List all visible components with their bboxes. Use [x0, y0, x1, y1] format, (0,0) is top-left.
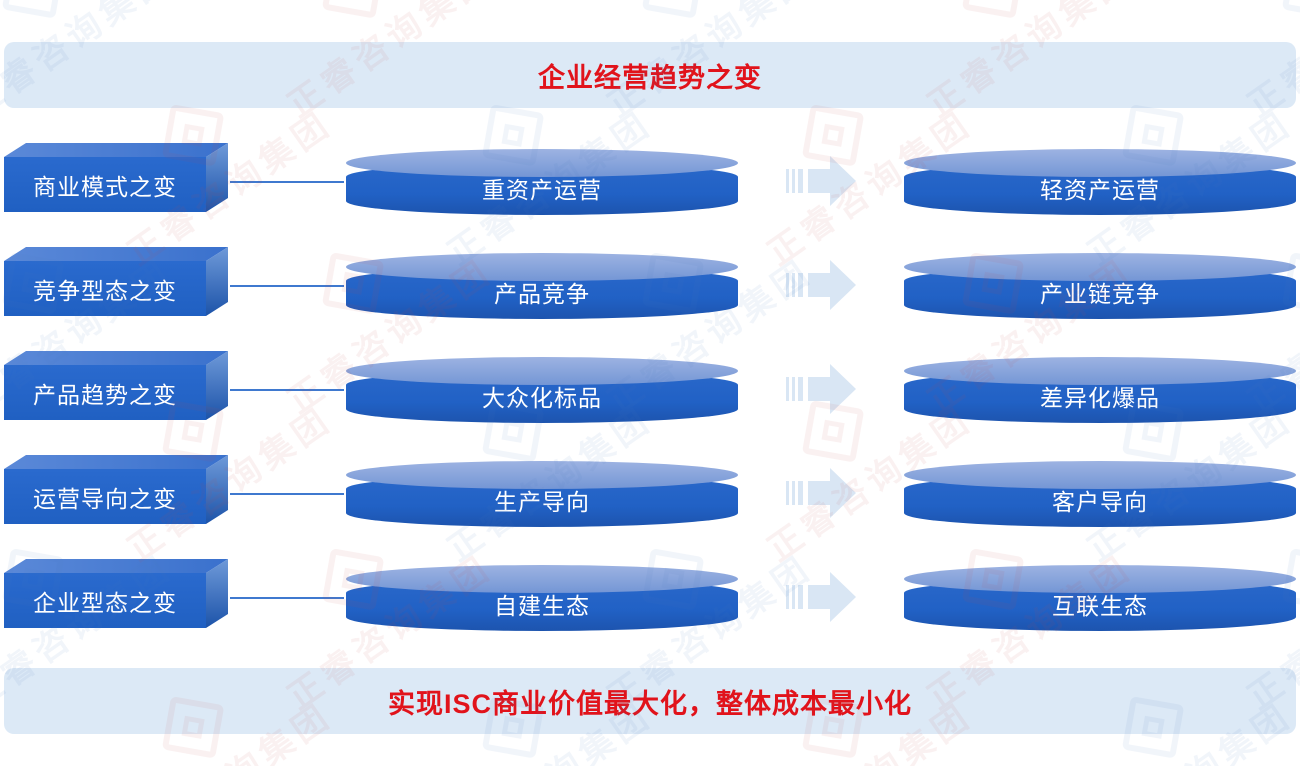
- box-top-face: [4, 455, 228, 469]
- box-front-face: 产品趋势之变: [4, 365, 206, 420]
- trend-row: 企业型态之变 自建生态 互联生态: [0, 559, 1300, 635]
- from-label: 产品竞争: [494, 281, 590, 307]
- cylinder-top: [904, 461, 1296, 489]
- cylinder-top: [346, 461, 738, 489]
- from-cylinder: 生产导向: [346, 461, 738, 527]
- box-side-face: [206, 351, 228, 420]
- cylinder-top: [346, 565, 738, 593]
- category-box: 商业模式之变: [4, 143, 228, 212]
- category-label: 运营导向之变: [33, 485, 177, 512]
- arrow-right-icon: [786, 258, 858, 312]
- arrow-right-icon: [786, 154, 858, 208]
- footer-banner: 实现ISC商业价值最大化，整体成本最小化: [4, 668, 1296, 734]
- category-label: 商业模式之变: [33, 173, 177, 200]
- category-label: 竞争型态之变: [33, 277, 177, 304]
- from-label: 生产导向: [494, 489, 590, 515]
- arrow-right-icon: [786, 466, 858, 520]
- watermark-logo-inner: [1141, 123, 1165, 147]
- from-cylinder: 重资产运营: [346, 149, 738, 215]
- box-side-face: [206, 247, 228, 316]
- category-label: 企业型态之变: [33, 589, 177, 616]
- connector-line: [230, 389, 344, 391]
- cylinder-top: [904, 253, 1296, 281]
- from-label: 大众化标品: [482, 385, 602, 411]
- page-title: 企业经营趋势之变: [538, 62, 762, 93]
- box-side-face: [206, 143, 228, 212]
- box-top-face: [4, 559, 228, 573]
- trend-row: 竞争型态之变 产品竞争 产业链竞争: [0, 247, 1300, 323]
- to-cylinder: 客户导向: [904, 461, 1296, 527]
- to-cylinder: 互联生态: [904, 565, 1296, 631]
- watermark-logo-icon: [1, 0, 65, 19]
- from-cylinder: 大众化标品: [346, 357, 738, 423]
- trend-row: 运营导向之变 生产导向 客户导向: [0, 455, 1300, 531]
- to-label: 产业链竞争: [1040, 281, 1160, 307]
- from-cylinder: 自建生态: [346, 565, 738, 631]
- trend-row: 商业模式之变 重资产运营 轻资产运营: [0, 143, 1300, 219]
- connector-line: [230, 181, 344, 183]
- trend-row: 产品趋势之变 大众化标品 差异化爆品: [0, 351, 1300, 427]
- connector-line: [230, 285, 344, 287]
- box-side-face: [206, 455, 228, 524]
- to-cylinder: 产业链竞争: [904, 253, 1296, 319]
- category-label: 产品趋势之变: [33, 381, 177, 408]
- to-label: 轻资产运营: [1040, 177, 1160, 203]
- to-cylinder: 差异化爆品: [904, 357, 1296, 423]
- cylinder-top: [346, 357, 738, 385]
- cylinder-top: [346, 149, 738, 177]
- from-label: 重资产运营: [482, 177, 602, 203]
- cylinder-top: [904, 357, 1296, 385]
- box-top-face: [4, 351, 228, 365]
- footer-title: 实现ISC商业价值最大化，整体成本最小化: [387, 688, 912, 719]
- watermark-logo-icon: [1281, 0, 1300, 19]
- cylinder-top: [904, 149, 1296, 177]
- arrow-right-icon: [786, 362, 858, 416]
- box-front-face: 企业型态之变: [4, 573, 206, 628]
- category-box: 企业型态之变: [4, 559, 228, 628]
- from-label: 自建生态: [494, 593, 590, 619]
- box-top-face: [4, 247, 228, 261]
- arrow-right-icon: [786, 570, 858, 624]
- cylinder-top: [346, 253, 738, 281]
- cylinder-top: [904, 565, 1296, 593]
- from-cylinder: 产品竞争: [346, 253, 738, 319]
- watermark-logo-inner: [821, 123, 845, 147]
- category-box: 竞争型态之变: [4, 247, 228, 316]
- watermark-logo-icon: [641, 0, 705, 19]
- title-banner: 企业经营趋势之变: [4, 42, 1296, 108]
- to-cylinder: 轻资产运营: [904, 149, 1296, 215]
- watermark-logo-icon: [321, 0, 385, 19]
- watermark-logo-inner: [501, 123, 525, 147]
- to-label: 互联生态: [1052, 593, 1148, 619]
- connector-line: [230, 597, 344, 599]
- box-front-face: 商业模式之变: [4, 157, 206, 212]
- box-front-face: 竞争型态之变: [4, 261, 206, 316]
- category-box: 运营导向之变: [4, 455, 228, 524]
- connector-line: [230, 493, 344, 495]
- category-box: 产品趋势之变: [4, 351, 228, 420]
- box-front-face: 运营导向之变: [4, 469, 206, 524]
- box-side-face: [206, 559, 228, 628]
- to-label: 客户导向: [1052, 489, 1148, 515]
- to-label: 差异化爆品: [1040, 385, 1160, 411]
- watermark-logo-icon: [961, 0, 1025, 19]
- box-top-face: [4, 143, 228, 157]
